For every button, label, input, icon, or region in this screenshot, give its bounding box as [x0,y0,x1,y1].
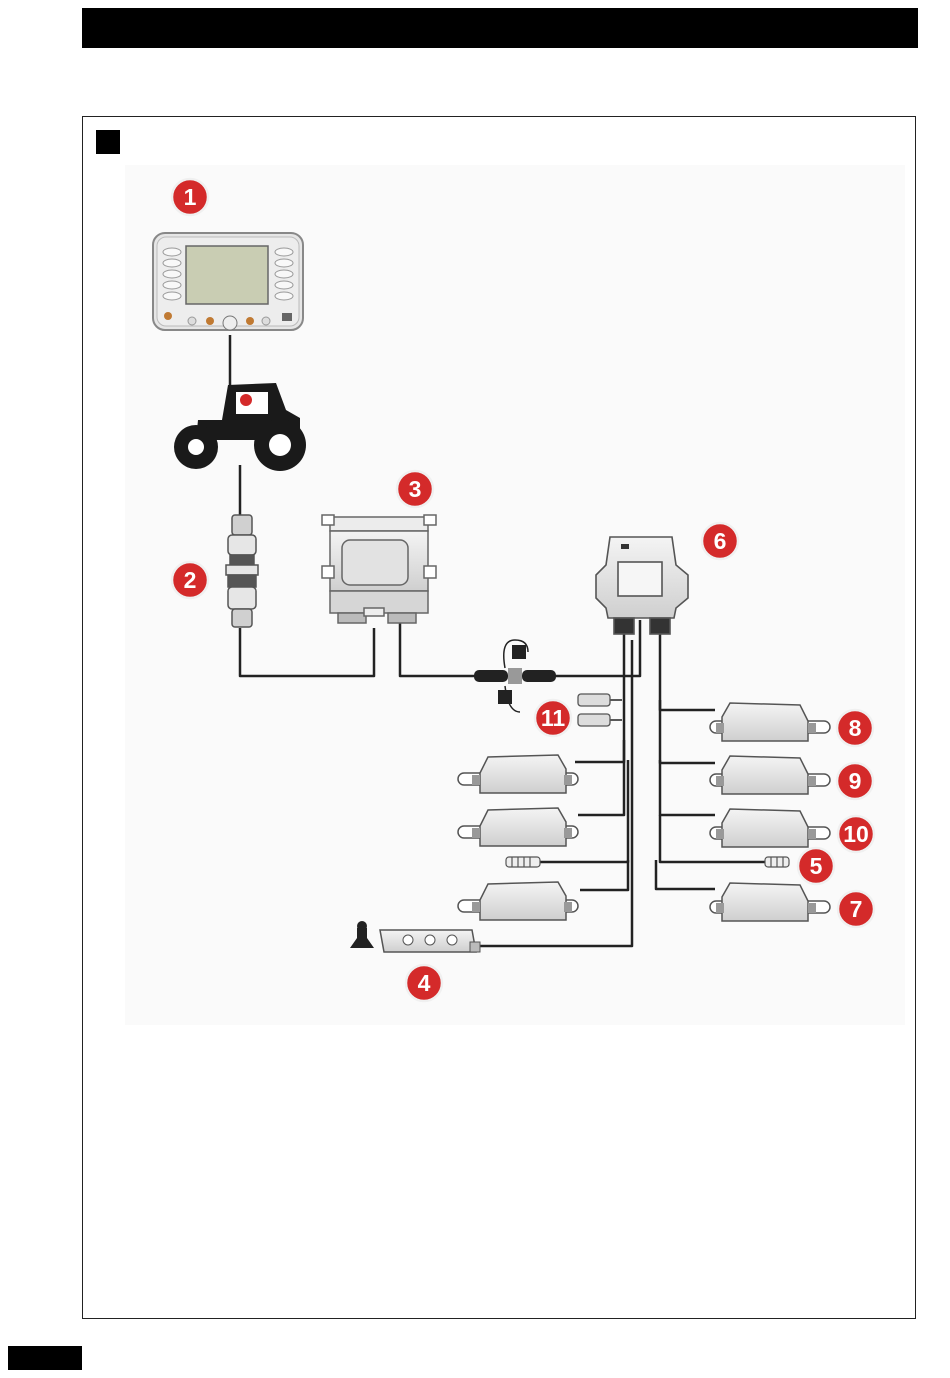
svg-text:2: 2 [184,567,197,593]
callout-7: 7 [838,891,874,927]
cable-connector [226,515,258,627]
callout-10: 10 [838,816,874,852]
svg-text:7: 7 [850,896,863,922]
footer-bar [8,1346,82,1370]
speed-sensors [578,694,610,726]
callout-1: 1 [172,179,208,215]
sensor-9 [710,756,830,794]
t-junction [474,645,556,704]
callout-3: 3 [397,471,433,507]
svg-text:3: 3 [409,476,422,502]
cables [230,335,765,946]
sensor-left-3 [458,882,578,920]
ecu-module [322,515,436,623]
load-cell [350,921,480,952]
svg-text:5: 5 [810,853,823,879]
callout-4: 4 [406,965,442,1001]
sensor-10 [710,809,830,847]
svg-text:8: 8 [849,715,862,741]
svg-text:11: 11 [541,705,566,731]
cable-ecu-tee [400,620,480,676]
tractor-icon [174,383,306,471]
callout-5: 5 [798,848,834,884]
svg-text:1: 1 [184,184,197,210]
sensor-left-1 [458,755,578,793]
control-terminal [153,233,303,330]
svg-text:6: 6 [714,528,727,554]
callout-11: 11 [535,700,571,736]
plug-left [506,857,540,867]
plug-right [765,857,789,867]
callout-8: 8 [837,710,873,746]
svg-text:9: 9 [849,768,862,794]
cable-connector-junction [240,628,374,676]
sensor-7 [710,883,830,921]
sensor-8 [710,703,830,741]
junction-box [596,537,688,634]
svg-text:4: 4 [418,970,431,996]
callout-6: 6 [702,523,738,559]
callout-2: 2 [172,562,208,598]
callout-9: 9 [837,763,873,799]
svg-text:10: 10 [843,821,869,847]
sensor-left-2 [458,808,578,846]
